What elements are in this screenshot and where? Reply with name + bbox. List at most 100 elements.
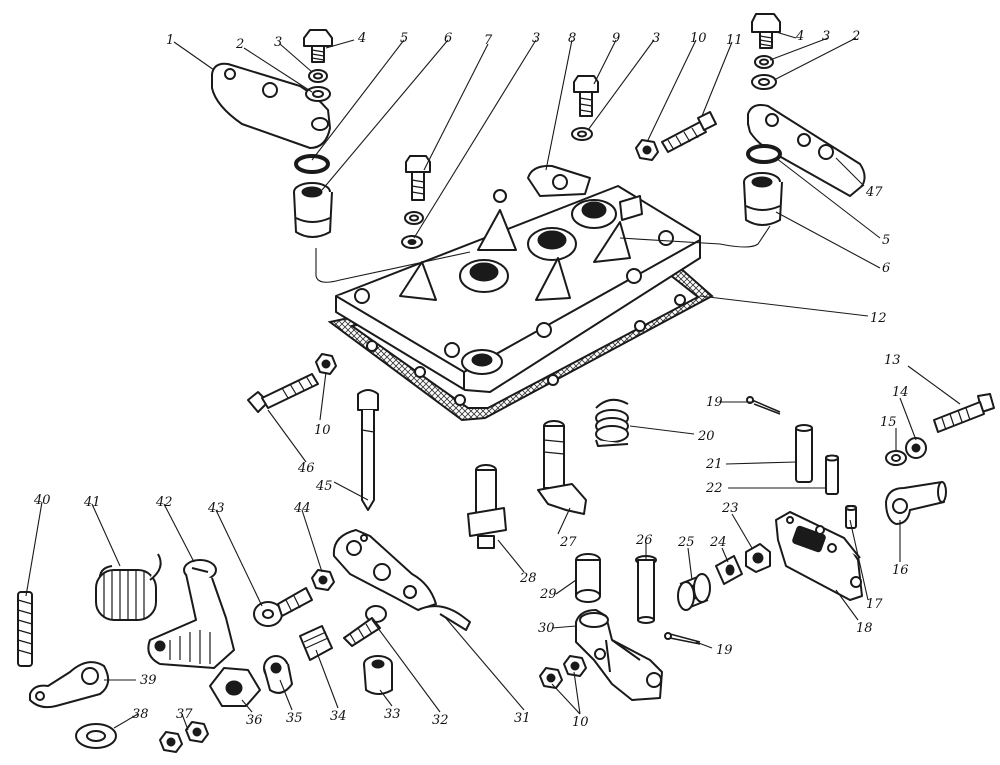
nut-part-10-left (315, 353, 337, 375)
callout-label: 28 (519, 571, 537, 586)
spring-part-20 (595, 398, 629, 447)
callout-label: 3 (822, 29, 830, 44)
callout-label: 38 (132, 707, 149, 722)
nuts-part-37 (159, 721, 209, 753)
callout-label: 10 (572, 715, 589, 730)
shaft-part-28 (467, 464, 507, 549)
callout-label: 19 (716, 643, 733, 658)
bolt-part-46 (247, 373, 319, 413)
washer-part-3-left (308, 69, 328, 83)
callout-label: 16 (892, 563, 909, 578)
callout-label: 2 (235, 37, 244, 52)
callout-label: 44 (293, 501, 311, 516)
o-ring-part-5-left (294, 154, 330, 174)
split-pin-part-19-top (746, 396, 781, 415)
nut-part-14 (905, 437, 927, 459)
nut-part-10-top (635, 139, 659, 161)
callout-label: 1 (166, 33, 174, 48)
callout-label: 8 (568, 31, 576, 46)
callout-label: 30 (538, 621, 555, 636)
callout-label: 11 (726, 33, 743, 48)
washer-part-3-right (754, 55, 774, 69)
callout-label: 39 (140, 673, 157, 688)
bracket-part-30 (575, 609, 663, 701)
callout-label: 34 (330, 709, 347, 724)
callout-label: 40 (33, 493, 51, 508)
callout-label: 20 (697, 429, 715, 444)
callout-label: 6 (444, 31, 452, 46)
callout-label: 17 (866, 597, 883, 612)
eye-bolt-part-43 (253, 587, 313, 627)
pin-part-26 (635, 555, 657, 624)
lever-part-42 (147, 559, 235, 669)
callout-label: 29 (539, 587, 557, 602)
washer-part-2-left (305, 86, 331, 102)
bracket-part-18 (775, 511, 863, 601)
callout-label: 43 (207, 501, 225, 516)
nut-part-24 (715, 555, 743, 585)
tube-lines (315, 225, 771, 283)
fork-part-16 (885, 481, 947, 525)
callout-label: 47 (865, 185, 883, 200)
callout-label: 41 (83, 495, 101, 510)
callout-label: 10 (314, 423, 331, 438)
cap-part-6-right (743, 172, 783, 226)
callout-label: 31 (514, 711, 531, 726)
callout-label: 2 (851, 29, 860, 44)
callout-label: 4 (795, 29, 804, 44)
callout-label: 32 (432, 713, 449, 728)
bolt-part-9 (573, 75, 599, 117)
cap-part-6-left (293, 182, 333, 238)
callout-label: 15 (880, 415, 897, 430)
shaft-part-27 (537, 420, 587, 515)
bolt-part-4-right (751, 13, 781, 49)
pin-part-45 (357, 389, 379, 511)
link-part-31 (332, 529, 471, 631)
callout-label: 9 (612, 31, 620, 46)
callout-label: 22 (705, 481, 723, 496)
nut-part-36 (209, 667, 261, 707)
washer-part-3-mid (404, 211, 424, 225)
callout-label: 12 (870, 311, 887, 326)
callout-label: 45 (315, 479, 333, 494)
washer-part-2-right (751, 74, 777, 90)
pin-part-21 (795, 424, 813, 483)
callout-label: 3 (532, 31, 540, 46)
callout-label: 36 (246, 713, 263, 728)
bolt-part-4-left (303, 29, 333, 63)
cover-plate-part-8 (335, 164, 701, 393)
sleeve-part-29 (575, 553, 601, 603)
callout-label: 4 (357, 31, 366, 46)
callout-label: 6 (882, 261, 890, 276)
callout-label: 7 (484, 33, 493, 48)
callout-label: 18 (856, 621, 873, 636)
callout-label: 37 (176, 707, 193, 722)
bolt-part-7 (405, 155, 431, 201)
washer-part-38 (75, 723, 117, 749)
callout-label: 13 (884, 353, 901, 368)
screw-part-13 (933, 393, 995, 433)
screw-part-11 (661, 111, 717, 153)
o-ring-part-5-right (746, 144, 782, 164)
pin-part-22 (825, 454, 839, 495)
bushing-part-35 (263, 655, 293, 694)
stud-part-40 (17, 591, 33, 667)
callout-labels: 1 2 3 4 5 6 7 3 8 9 3 10 11 4 3 2 47 5 6… (33, 29, 909, 730)
spring-part-25 (677, 573, 711, 611)
callout-label: 26 (635, 533, 653, 548)
callout-label: 3 (274, 35, 282, 50)
callout-label: 10 (690, 31, 707, 46)
callout-label: 24 (709, 535, 727, 550)
callout-label: 46 (297, 461, 315, 476)
callout-label: 33 (384, 707, 401, 722)
callout-label: 35 (286, 711, 303, 726)
callout-label: 14 (892, 385, 909, 400)
callout-label: 27 (559, 535, 577, 550)
callout-label: 19 (706, 395, 723, 410)
callout-label: 3 (652, 31, 660, 46)
washer-part-15 (885, 450, 907, 466)
callout-label: 5 (882, 233, 890, 248)
callout-label: 5 (400, 31, 408, 46)
screw-part-32 (343, 605, 387, 647)
